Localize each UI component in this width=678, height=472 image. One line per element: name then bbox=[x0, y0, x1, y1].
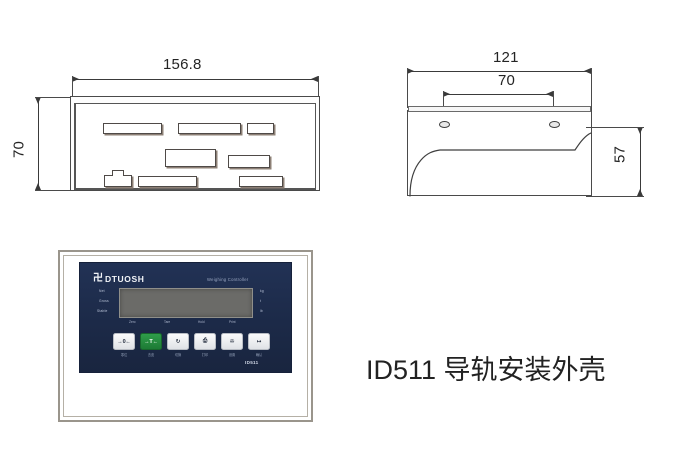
front-width-arrow-right bbox=[311, 76, 318, 82]
front-height-dimension-line bbox=[38, 97, 39, 190]
side-height-arrow-bottom bbox=[637, 189, 643, 196]
front-cutout-terminal-3 bbox=[247, 123, 274, 134]
front-width-ext-right bbox=[318, 76, 319, 98]
side-depth-dimension-label: 121 bbox=[493, 49, 519, 66]
lcd-caption-zero: Zero bbox=[129, 320, 136, 324]
side-enclosure-top-strip bbox=[408, 106, 591, 112]
set-key[interactable]: ✇ bbox=[221, 333, 243, 350]
side-depth-ext-right bbox=[591, 68, 592, 110]
front-cutout-connector-notch bbox=[112, 170, 124, 176]
front-cutout-terminal-1 bbox=[103, 123, 162, 134]
side-mount-spacing-dimension-label: 70 bbox=[498, 72, 516, 89]
tare-key[interactable]: →T← bbox=[140, 333, 162, 350]
side-depth-arrow-left bbox=[407, 68, 414, 74]
status-led-gross: Gross bbox=[99, 299, 109, 303]
lcd-caption-hold: Hold bbox=[198, 320, 205, 324]
front-cutout-terminal-6 bbox=[138, 176, 197, 187]
side-din-rail-clip-profile bbox=[409, 132, 592, 197]
front-height-dimension-label: 70 bbox=[10, 140, 28, 159]
side-enclosure-outline bbox=[407, 110, 592, 196]
front-cutout-terminal-4 bbox=[165, 149, 216, 167]
print-key[interactable]: ⎙ bbox=[194, 333, 216, 350]
set-key-caption: 设置 bbox=[228, 353, 236, 357]
status-led-net: Net bbox=[99, 289, 105, 293]
switch-key-caption: 切换 bbox=[174, 353, 182, 357]
enter-key[interactable]: ↦ bbox=[248, 333, 270, 350]
front-cutout-terminal-2 bbox=[178, 123, 241, 134]
front-height-arrow-top bbox=[35, 97, 41, 104]
front-width-ext-left bbox=[72, 76, 73, 98]
side-height-dimension-label: 57 bbox=[611, 145, 629, 164]
side-depth-arrow-right bbox=[584, 68, 591, 74]
lcd-caption-print: Print bbox=[229, 320, 236, 324]
unit-led-kg: kg bbox=[260, 289, 264, 293]
brand-name: DTUOSH bbox=[105, 274, 145, 284]
front-height-arrow-bottom bbox=[35, 183, 41, 190]
switch-key[interactable]: ↻ bbox=[167, 333, 189, 350]
side-mount-spacing-dimension-line bbox=[443, 94, 553, 95]
front-cutout-terminal-5 bbox=[228, 155, 270, 168]
unit-led-lb: lb bbox=[260, 309, 263, 313]
side-mount-screw-right bbox=[549, 121, 560, 128]
brand-logo-icon: 卍 bbox=[93, 273, 103, 284]
side-height-dimension-line bbox=[640, 127, 641, 196]
print-key-caption: 打印 bbox=[201, 353, 209, 357]
figure-caption: ID511 导轨安装外壳 bbox=[366, 355, 606, 385]
front-height-ext-top bbox=[35, 97, 73, 98]
front-cutout-connector-body bbox=[104, 175, 132, 187]
panel-subtitle: Weighing Controller bbox=[207, 277, 249, 282]
device-model-tag: ID511 bbox=[245, 360, 259, 365]
enter-key-caption: 确认 bbox=[255, 353, 263, 357]
side-height-ext-top bbox=[586, 127, 644, 128]
status-led-stable: Stable bbox=[97, 309, 108, 313]
side-mount-spacing-arrow-left bbox=[443, 91, 450, 97]
device-front-panel: 卍 DTUOSH Weighing Controller Net Gross S… bbox=[79, 262, 292, 373]
zero-key[interactable]: →0← bbox=[113, 333, 135, 350]
lcd-display bbox=[119, 288, 253, 318]
front-width-arrow-left bbox=[72, 76, 79, 82]
side-mount-spacing-arrow-right bbox=[546, 91, 553, 97]
side-depth-dimension-line bbox=[407, 71, 591, 72]
side-height-arrow-top bbox=[637, 127, 643, 134]
front-width-dimension-line bbox=[72, 79, 318, 80]
lcd-caption-tare: Tare bbox=[164, 320, 171, 324]
side-depth-ext-left bbox=[407, 68, 408, 108]
front-width-dimension-label: 156.8 bbox=[163, 56, 202, 73]
side-height-ext-bottom bbox=[586, 196, 644, 197]
unit-led-t: t bbox=[260, 299, 262, 303]
zero-key-caption: 零位 bbox=[120, 353, 128, 357]
side-mount-screw-left bbox=[439, 121, 450, 128]
tare-key-caption: 去皮 bbox=[147, 353, 155, 357]
front-cutout-terminal-7 bbox=[239, 176, 283, 187]
front-height-ext-bottom bbox=[35, 190, 73, 191]
